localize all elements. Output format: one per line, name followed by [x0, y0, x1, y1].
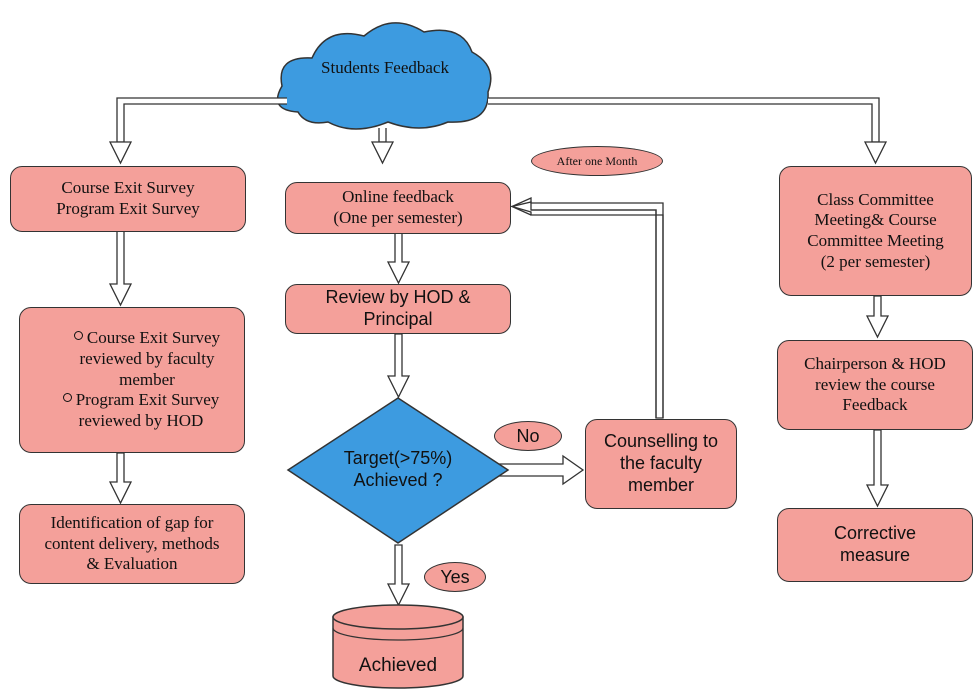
review-item-line: reviewed by faculty — [79, 348, 215, 368]
review-item: Program Exit Survey reviewed by HOD — [62, 390, 220, 431]
yes-label: Yes — [424, 562, 486, 592]
chairperson-line: Feedback — [842, 395, 908, 415]
committee-line: Meeting& Course — [814, 210, 937, 230]
counselling-line: Counselling to — [603, 431, 719, 452]
review-item: Course Exit Survey reviewed by faculty m… — [73, 328, 221, 390]
chairperson-line: review the course — [815, 374, 935, 394]
counselling-line: the faculty — [619, 453, 703, 474]
decision-diamond — [286, 397, 510, 544]
cloud-shape — [276, 22, 492, 130]
review-item-text: Program Exit Survey — [75, 390, 220, 410]
review-item-line: Course Exit Survey — [73, 328, 221, 349]
review-box: Course Exit Survey reviewed by faculty m… — [19, 307, 245, 453]
decision-label: Target(>75%) Achieved ? — [318, 448, 478, 491]
corrective-measure-box: Corrective measure — [777, 508, 973, 582]
loop-arrow-outline — [510, 196, 664, 418]
gap-box-line: & Evaluation — [86, 554, 178, 574]
review-hod-box: Review by HOD & Principal — [285, 284, 511, 334]
review-hod-line: Principal — [363, 309, 433, 329]
review-item-line: member — [119, 369, 175, 389]
committee-line: (2 per semester) — [820, 251, 931, 271]
review-item-line: Program Exit Survey — [62, 390, 220, 411]
arrow-heads — [108, 141, 888, 165]
counselling-line: member — [627, 474, 694, 495]
no-label: No — [494, 421, 562, 451]
online-feedback-line: Online feedback — [342, 187, 454, 207]
achieved-cylinder — [332, 604, 464, 689]
circle-bullet-icon — [62, 393, 72, 403]
down-arrows — [108, 230, 890, 607]
committee-box: Class Committee Meeting& Course Committe… — [779, 166, 972, 296]
survey-box-line: Program Exit Survey — [56, 199, 200, 218]
achieved-label: Achieved — [358, 655, 438, 676]
gap-box-line: content delivery, methods — [44, 533, 220, 553]
gap-box-line: Identification of gap for — [50, 512, 214, 532]
after-one-month-label: After one Month — [531, 146, 663, 176]
review-hod-line: Review by HOD & — [325, 287, 471, 308]
corrective-line: measure — [839, 545, 911, 565]
decision-line: Target(>75%) — [343, 448, 453, 468]
chairperson-box: Chairperson & HOD review the course Feed… — [777, 340, 973, 430]
corrective-line: Corrective — [833, 523, 917, 544]
counselling-box: Counselling to the faculty member — [585, 419, 737, 509]
circle-bullet-icon — [73, 331, 83, 341]
committee-line: Class Committee — [817, 189, 934, 209]
survey-box: Course Exit Survey Program Exit Survey — [10, 166, 246, 232]
review-item-text: Course Exit Survey — [86, 328, 221, 348]
online-feedback-line: (One per semester) — [333, 208, 463, 227]
loop-arrow — [509, 201, 664, 419]
chairperson-line: Chairperson & HOD — [804, 353, 946, 373]
review-item-line: reviewed by HOD — [78, 411, 204, 431]
cloud-label: Students Feedback — [321, 58, 449, 77]
connector-lines — [116, 97, 880, 143]
committee-line: Committee Meeting — [807, 231, 944, 250]
survey-box-line: Course Exit Survey — [61, 178, 195, 198]
online-feedback-box: Online feedback (One per semester) — [285, 182, 511, 234]
decision-line: Achieved ? — [353, 469, 443, 490]
gap-box: Identification of gap for content delive… — [19, 504, 245, 584]
